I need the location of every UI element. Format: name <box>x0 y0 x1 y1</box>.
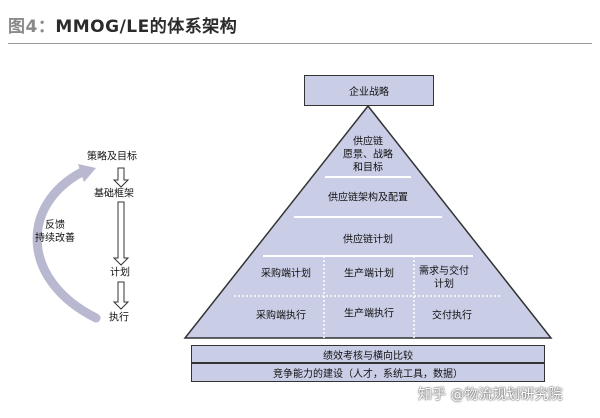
plan-cell-delivery: 需求与交付 计划 <box>419 265 469 291</box>
flow-arrow-1 <box>112 167 130 188</box>
flow-arrow-3 <box>112 281 130 310</box>
feedback-arrowhead <box>78 164 96 182</box>
strategy-box: 企业战略 <box>304 75 434 106</box>
flow-arrow-2 <box>112 201 130 266</box>
feedback-line-1: 反馈 <box>45 220 65 231</box>
base-row-capability: 竞争能力的建设（人才，系统工具，数据） <box>191 363 545 382</box>
plan-cell-procurement: 采购端计划 <box>261 268 311 280</box>
plan-cell-delivery-line-1: 需求与交付 <box>419 266 469 277</box>
level1-line-1: 供应链 <box>353 136 383 148</box>
plan-cell-production: 生产端计划 <box>344 268 394 280</box>
exec-cell-delivery: 交付执行 <box>432 310 472 322</box>
flow-step-plan: 计划 <box>110 267 130 279</box>
feedback-arc <box>32 167 101 323</box>
flow-step-strategy: 策略及目标 <box>87 151 137 163</box>
watermark-text: 知乎 @物流规划研究院 <box>418 387 563 403</box>
flow-step-execution: 执行 <box>109 312 129 324</box>
strategy-box-label: 企业战略 <box>349 87 389 98</box>
title-divider <box>8 43 592 44</box>
plan-cell-delivery-line-2: 计划 <box>434 279 454 290</box>
feedback-label: 反馈 持续改善 <box>35 219 75 245</box>
exec-cell-procurement: 采购端执行 <box>256 310 306 322</box>
base-row-capability-label: 竞争能力的建设（人才，系统工具，数据） <box>273 369 463 380</box>
figure-title-text: MMOG/LE的体系架构 <box>55 17 238 37</box>
watermark: 知乎 @物流规划研究院 <box>418 384 562 404</box>
level2-label: 供应链架构及配置 <box>328 192 408 204</box>
figure-number: 图4： <box>8 17 56 37</box>
base-row-performance: 绩效考核与横向比较 <box>191 345 545 363</box>
flow-step-framework: 基础框架 <box>94 188 134 200</box>
level1-line-3: 和目标 <box>353 162 383 174</box>
base-row-performance-label: 绩效考核与横向比较 <box>323 350 413 362</box>
level3-label: 供应链计划 <box>343 234 393 246</box>
exec-cell-production: 生产端执行 <box>344 308 394 320</box>
feedback-line-2: 持续改善 <box>35 233 75 244</box>
figure-title: 图4：MMOG/LE的体系架构 <box>8 12 237 37</box>
level1-line-2: 愿景、战略 <box>343 149 393 161</box>
pyramid-shape <box>183 104 553 339</box>
level1-label: 供应链 愿景、战略 和目标 <box>343 136 393 175</box>
